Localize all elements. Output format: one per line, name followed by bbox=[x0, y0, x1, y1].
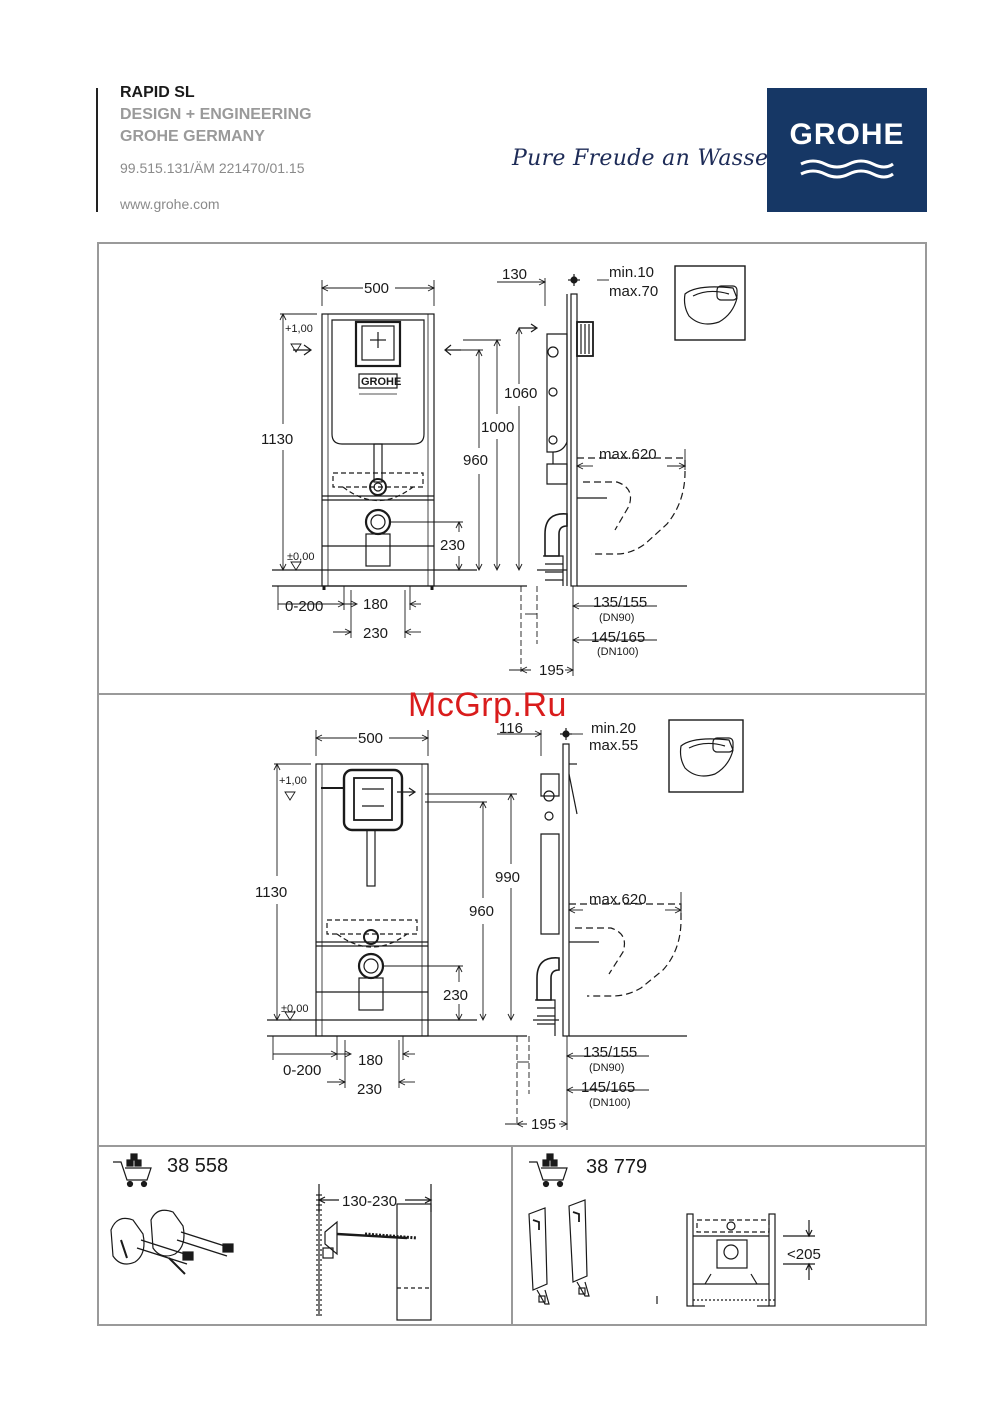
bottom-dim-0-200: 0-200 bbox=[283, 1062, 321, 1079]
top-level-zero: ±0,00 bbox=[287, 551, 314, 563]
bottom-dim-116: 116 bbox=[499, 720, 523, 737]
bottom-width-label: 500 bbox=[358, 730, 383, 747]
top-dim-180: 180 bbox=[363, 596, 388, 613]
wave-icon bbox=[800, 159, 894, 179]
accessory-article-2: 38 779 bbox=[586, 1156, 647, 1178]
cart-icon-1 bbox=[113, 1153, 152, 1188]
bottom-dim-145-165: 145/165 bbox=[581, 1079, 635, 1096]
top-dim-0-200: 0-200 bbox=[285, 598, 323, 615]
watermark: McGrp.Ru bbox=[408, 686, 567, 724]
top-dim-135-155: 135/155 bbox=[593, 594, 647, 611]
document-code: 99.515.131/ÄM 221470/01.15 bbox=[120, 160, 305, 176]
top-dim-1000: 1000 bbox=[481, 419, 514, 436]
bottom-height-label: 1130 bbox=[255, 884, 287, 901]
section-divider-1 bbox=[97, 693, 927, 695]
top-max620-label: max.620 bbox=[599, 446, 657, 463]
grohe-logo: GROHE bbox=[767, 88, 927, 212]
top-dn100: (DN100) bbox=[597, 646, 639, 658]
bottom-dim-990: 990 bbox=[495, 869, 520, 886]
bottom-dim-960: 960 bbox=[469, 903, 494, 920]
top-dim-145-165: 145/165 bbox=[591, 629, 645, 646]
top-dim-230-bottom: 230 bbox=[363, 625, 388, 642]
accessory-dim-1: 130-230 bbox=[342, 1193, 397, 1210]
accessory-article-1: 38 558 bbox=[167, 1155, 228, 1177]
top-level-plus: +1,00 bbox=[285, 323, 313, 335]
bottom-dn90: (DN90) bbox=[589, 1062, 624, 1074]
bottom-dim-180: 180 bbox=[358, 1052, 383, 1069]
cistern-logo: GROHE bbox=[361, 376, 401, 388]
bottom-level-plus: +1,00 bbox=[279, 775, 307, 787]
cart-icon-2 bbox=[529, 1153, 568, 1188]
top-min-label: min.10 bbox=[609, 264, 654, 281]
top-side-view bbox=[519, 274, 687, 587]
top-dn90: (DN90) bbox=[599, 612, 634, 624]
bottom-toilet-pictogram bbox=[668, 719, 744, 793]
bottom-dim-230-bottom: 230 bbox=[357, 1081, 382, 1098]
top-front-view bbox=[272, 313, 527, 590]
top-dim-1060: 1060 bbox=[504, 385, 537, 402]
header-subtitle-1: DESIGN + ENGINEERING bbox=[120, 106, 312, 123]
bottom-dim-230: 230 bbox=[443, 987, 468, 1004]
top-dim-230: 230 bbox=[440, 537, 465, 554]
top-dim-960: 960 bbox=[463, 452, 488, 469]
wall-bracket-illustration bbox=[110, 1209, 234, 1275]
header-subtitle-2: GROHE GERMANY bbox=[120, 128, 265, 145]
bottom-max-label: max.55 bbox=[589, 737, 638, 754]
bottom-dim-195: 195 bbox=[531, 1116, 556, 1133]
top-toilet-pictogram bbox=[674, 265, 746, 341]
top-width-label: 500 bbox=[364, 280, 389, 297]
product-title: RAPID SL bbox=[120, 84, 195, 101]
bottom-side-dimensions bbox=[497, 730, 683, 1130]
brand-slogan: Pure Freude an Wasser bbox=[512, 146, 780, 171]
top-side-dimensions bbox=[497, 278, 687, 676]
logo-text: GROHE bbox=[789, 118, 905, 151]
top-dim-195: 195 bbox=[539, 662, 564, 679]
accessory-divider bbox=[511, 1145, 513, 1326]
bottom-dimension-lines bbox=[272, 730, 517, 1088]
top-max-label: max.70 bbox=[609, 283, 658, 300]
bottom-front-view bbox=[267, 763, 527, 1037]
top-dim-130: 130 bbox=[502, 266, 527, 283]
header-accent-bar bbox=[96, 88, 98, 212]
bottom-dim-135-155: 135/155 bbox=[583, 1044, 637, 1061]
technical-drawing: 500 1130 +1,00 ±0,00 1000 960 230 0-200 … bbox=[110, 264, 821, 1321]
bottom-max620-label: max.620 bbox=[589, 891, 647, 908]
bottom-min-label: min.20 bbox=[591, 720, 636, 737]
rod-detail-illustration bbox=[316, 1184, 433, 1321]
frame-height-illustration bbox=[656, 1213, 815, 1307]
bottom-side-view bbox=[533, 728, 687, 1037]
bottom-level-zero: ±0,00 bbox=[281, 1003, 308, 1015]
top-dimension-lines bbox=[277, 280, 501, 638]
foot-support-illustration bbox=[528, 1199, 590, 1305]
top-height-label: 1130 bbox=[261, 431, 293, 448]
accessory-dim-2: <205 bbox=[787, 1246, 821, 1263]
bottom-dn100: (DN100) bbox=[589, 1097, 631, 1109]
website-link[interactable]: www.grohe.com bbox=[120, 196, 220, 212]
